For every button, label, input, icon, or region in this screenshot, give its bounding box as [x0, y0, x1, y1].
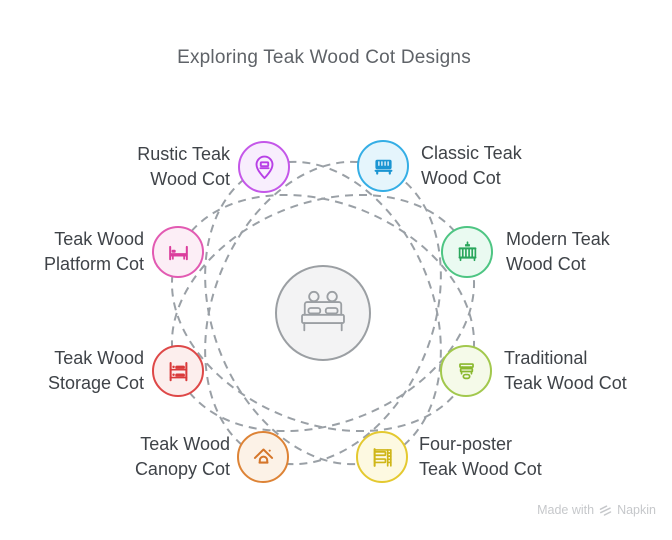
- label-line: Storage Cot: [47, 373, 144, 393]
- label-line: Wood Cot: [421, 168, 501, 188]
- label-line: Teak Wood Cot: [504, 373, 627, 393]
- ornate-crib-icon: [458, 240, 476, 261]
- label-line: Four-poster: [419, 434, 513, 454]
- node-teak-wood-platform-cot: [152, 226, 204, 278]
- node-label-rustic: Rustic Teak Wood Cot: [137, 142, 230, 192]
- watermark-text: Made with: [537, 503, 595, 517]
- label-line: Teak Wood: [54, 229, 144, 249]
- label-line: Wood Cot: [150, 169, 230, 189]
- label-line: Teak Wood Cot: [419, 459, 542, 479]
- label-line: Rustic Teak: [137, 144, 230, 164]
- label-line: Modern Teak: [506, 229, 610, 249]
- bunk-ladder-icon: [373, 447, 392, 467]
- page-title: Exploring Teak Wood Cot Designs: [177, 47, 471, 68]
- table-stool-icon: [458, 362, 474, 379]
- canopy-bed-icon: [253, 448, 273, 464]
- label-line: Wood Cot: [506, 254, 586, 274]
- node-classic-teak-wood-cot: [357, 140, 409, 192]
- node-label-four-poster: Four-poster Teak Wood Cot: [419, 432, 542, 482]
- napkin-watermark[interactable]: Made with Napkin: [537, 503, 656, 517]
- center-node: [275, 265, 371, 361]
- node-modern-teak-wood-cot: [441, 226, 493, 278]
- napkin-logo-icon: [599, 504, 612, 516]
- node-label-modern: Modern Teak Wood Cot: [506, 227, 610, 277]
- node-teak-wood-storage-cot: [152, 345, 204, 397]
- node-label-classic: Classic Teak Wood Cot: [421, 141, 522, 191]
- label-line: Teak Wood: [54, 348, 144, 368]
- crib-icon: [374, 159, 392, 175]
- label-line: Platform Cot: [43, 254, 144, 274]
- platform-bed-icon: [168, 245, 188, 260]
- label-line: Canopy Cot: [134, 459, 230, 479]
- node-label-canopy: Teak Wood Canopy Cot: [135, 432, 230, 482]
- node-four-poster-teak-wood-cot: [356, 431, 408, 483]
- node-teak-wood-canopy-cot: [237, 431, 289, 483]
- double-bed-icon: [301, 290, 345, 332]
- node-label-platform: Teak Wood Platform Cot: [44, 227, 144, 277]
- node-traditional-teak-wood-cot: [440, 345, 492, 397]
- node-rustic-teak-wood-cot: [238, 141, 290, 193]
- label-line: Teak Wood: [140, 434, 230, 454]
- label-line: Classic Teak: [421, 143, 522, 163]
- bunk-bed-icon: [169, 361, 187, 381]
- map-pin-bed-icon: [255, 155, 273, 179]
- watermark-brand: Napkin: [617, 503, 656, 517]
- label-line: Traditional: [504, 348, 588, 368]
- node-label-traditional: Traditional Teak Wood Cot: [504, 346, 627, 396]
- node-label-storage: Teak Wood Storage Cot: [48, 346, 144, 396]
